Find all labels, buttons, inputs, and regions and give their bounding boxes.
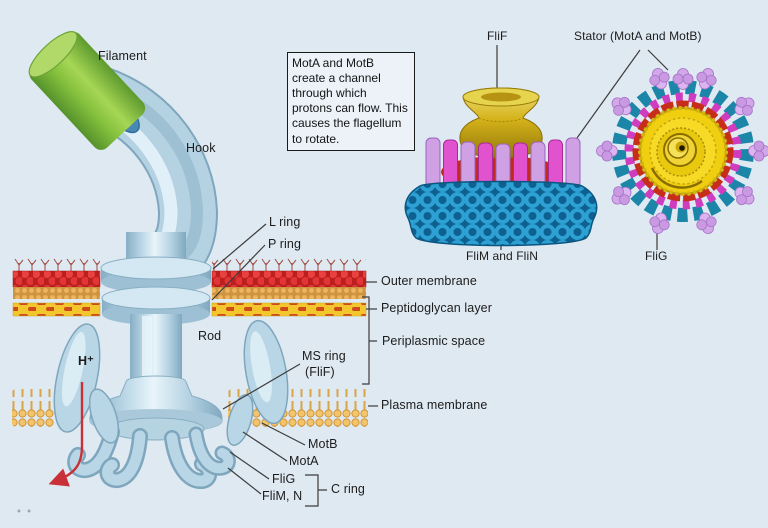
label-flig: FliG: [272, 472, 296, 486]
label-flig-reconstruction: FliG: [645, 249, 668, 263]
label-h-plus: H⁺: [78, 354, 94, 368]
label-ms-ring: MS ring: [302, 349, 346, 363]
leader-lines: [211, 45, 669, 507]
label-stator: Stator (MotA and MotB): [574, 29, 702, 43]
ms-ring-dome: [89, 375, 223, 441]
page-dots: [17, 509, 31, 513]
filament-structure: [28, 31, 146, 150]
flig-red-ring-top: [632, 100, 734, 202]
label-ms-ring-flif: (FliF): [305, 365, 335, 379]
label-flif-reconstruction: FliF: [487, 29, 508, 43]
mota-motb-note-box: MotA and MotB create a channel through w…: [287, 52, 415, 151]
outer-teal-ring: [612, 80, 754, 222]
l-ring-disc: [100, 256, 212, 293]
label-filament: Filament: [98, 49, 147, 63]
magenta-ring: [624, 92, 742, 210]
flif-gold-knob: [459, 87, 543, 159]
label-motb: MotB: [308, 437, 338, 451]
label-periplasmic: Periplasmic space: [382, 334, 486, 348]
label-l-ring: L ring: [269, 215, 301, 229]
label-rod: Rod: [198, 329, 222, 343]
label-hook: Hook: [186, 141, 216, 155]
stator-ring-side: [425, 137, 581, 191]
label-flim-n: FliM, N: [262, 489, 303, 503]
label-mota: MotA: [289, 454, 319, 468]
label-plasma-membrane: Plasma membrane: [381, 398, 488, 412]
label-peptidoglycan: Peptidoglycan layer: [381, 301, 492, 315]
mot-protein-blobs: [53, 319, 289, 446]
label-c-ring: C ring: [331, 482, 365, 496]
label-p-ring: P ring: [268, 237, 302, 251]
flim-flin-coil-base: [404, 180, 598, 247]
reconstruction-side-view: [404, 87, 598, 247]
label-flim-flin: FliM and FliN: [466, 249, 538, 263]
reconstruction-top-view: [596, 65, 768, 237]
proton-flow-arrow: [48, 382, 84, 487]
flif-gold-disc: [638, 106, 728, 196]
c-ring-curls: [67, 424, 236, 489]
flagellar-motor: [53, 232, 289, 489]
peptidoglycan-band: [12, 302, 367, 317]
rod-structure: [130, 314, 182, 386]
label-outer-membrane: Outer membrane: [381, 274, 477, 288]
